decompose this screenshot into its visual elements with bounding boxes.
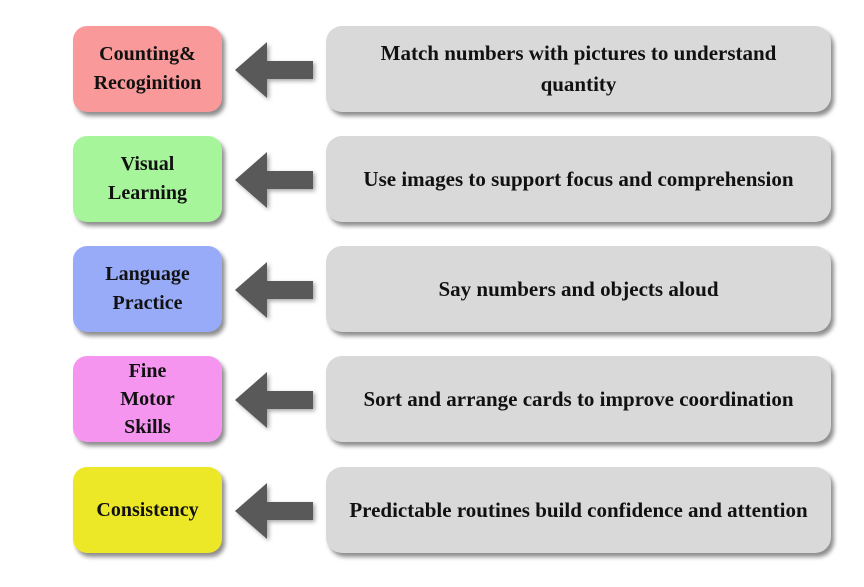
description-box-language: Say numbers and objects aloud	[326, 246, 831, 332]
label-box-fine-motor: Fine Motor Skills	[73, 356, 222, 442]
left-arrow-icon	[233, 480, 315, 542]
left-arrow-icon	[233, 39, 315, 101]
description-text: Say numbers and objects aloud	[438, 276, 719, 301]
description-text: Use images to support focus and comprehe…	[363, 166, 794, 191]
label-box-counting: Counting& Recoginition	[73, 26, 222, 112]
left-arrow-icon	[233, 149, 315, 211]
diagram-row-visual: Visual Learning Use images to support fo…	[0, 136, 864, 226]
description-text: Match numbers with pictures to understan…	[380, 41, 777, 96]
label-box-consistency: Consistency	[73, 467, 222, 553]
description-box-counting: Match numbers with pictures to understan…	[326, 26, 831, 112]
label-text: Visual Learning	[108, 153, 187, 204]
description-text: Sort and arrange cards to improve coordi…	[363, 386, 794, 411]
label-text: Language Practice	[105, 263, 190, 314]
diagram-row-language: Language Practice Say numbers and object…	[0, 246, 864, 336]
description-box-fine-motor: Sort and arrange cards to improve coordi…	[326, 356, 831, 442]
left-arrow-icon	[233, 369, 315, 431]
diagram-row-counting: Counting& Recoginition Match numbers wit…	[0, 26, 864, 116]
diagram-row-fine-motor: Fine Motor Skills Sort and arrange cards…	[0, 356, 864, 446]
label-text: Consistency	[96, 498, 199, 521]
left-arrow-icon	[233, 259, 315, 321]
description-box-visual: Use images to support focus and comprehe…	[326, 136, 831, 222]
label-text: Fine Motor Skills	[120, 360, 175, 438]
label-box-visual: Visual Learning	[73, 136, 222, 222]
diagram-row-consistency: Consistency Predictable routines build c…	[0, 467, 864, 557]
label-text: Counting& Recoginition	[93, 43, 202, 94]
description-box-consistency: Predictable routines build confidence an…	[326, 467, 831, 553]
description-text: Predictable routines build confidence an…	[349, 497, 808, 522]
label-box-language: Language Practice	[73, 246, 222, 332]
